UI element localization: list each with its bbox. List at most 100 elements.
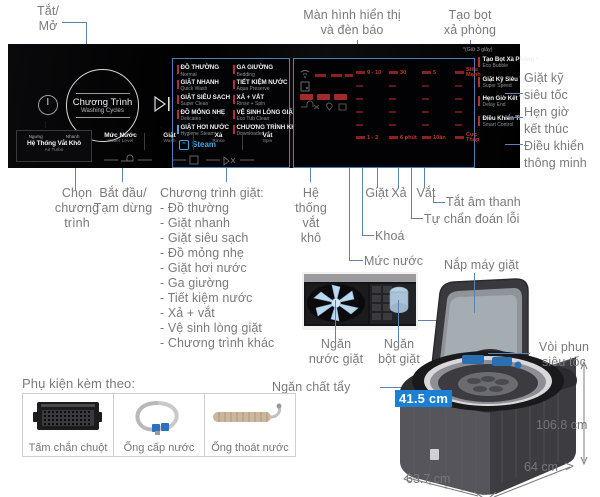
callout-mute: Tắt âm thanh: [446, 195, 521, 209]
function-label-vi: Vắt: [262, 132, 273, 139]
power-button[interactable]: [38, 95, 58, 115]
option-eco-bubble[interactable]: Tạo Bọt Xà Phòng *Eco Bubble: [478, 56, 570, 69]
program-list-item: - Ga giường: [160, 276, 230, 290]
display-top-value-row: Siêu Mạnh: [455, 66, 493, 79]
led-marker: [356, 110, 363, 113]
callout-bleach-compartment: Ngăn chất tẩy: [272, 380, 351, 394]
led-bar: [331, 74, 342, 77]
display-blank-row: [389, 105, 427, 118]
program-label-vi: CHƯƠNG TRÌNH KHÁC: [236, 123, 305, 131]
program-label-vi: ĐỒ THƯỜNG: [180, 64, 220, 71]
display-bottom-value: 6 phút: [400, 134, 417, 141]
display-icon: [338, 103, 347, 111]
program-label-vi: GIẶT SIÊU SẠCH: [180, 93, 231, 101]
accessory-item: Ống cấp nước: [114, 394, 205, 456]
callout-dry-l2: thống: [295, 201, 327, 215]
function-water-level[interactable]: Mức Nước Water Level: [96, 132, 145, 150]
display-column: 30 6 phút: [389, 66, 427, 144]
display-blank-row: [389, 118, 427, 131]
led-marker: [356, 71, 365, 74]
dimension-height: 106.8 cm: [536, 418, 588, 432]
callout-smart-l1: Điều khiển: [524, 139, 585, 153]
display-blank-row: [455, 118, 493, 131]
led-chip: [300, 94, 313, 100]
callout-delay-l2: kết thúc: [524, 122, 569, 136]
display-status-icons: [299, 65, 357, 122]
program-dial[interactable]: Chương Trình Washing Cycles: [66, 69, 139, 142]
led-marker: [422, 97, 429, 100]
led-marker: [389, 136, 398, 139]
callout-rinse: Xả: [391, 186, 407, 200]
led-display-box: 9 - 10 1 - 2 30 6 phút 5: [293, 58, 481, 168]
function-label-en: Water Level: [107, 139, 134, 144]
callout-power-line1: Tắt/: [37, 4, 59, 18]
callout-liquid-l2: nước giặt: [308, 352, 364, 366]
display-blank-row: [356, 79, 394, 92]
function-spin[interactable]: Vắt Spin: [243, 132, 292, 144]
program-label-en: Eco Tub Clean: [236, 116, 270, 123]
program-label-vi: XẢ + VẮT: [236, 93, 265, 101]
callout-dry-l3: vắt: [302, 216, 320, 230]
leader-diagnosis-v: [411, 168, 412, 218]
callout-jet: Vòi phun siêu tốc: [530, 340, 598, 370]
program-label-vi: VỆ SINH LÒNG GIẶT: [236, 108, 297, 116]
air-turbo-label-en: Air Turbo: [44, 147, 64, 152]
display-top-value: 5: [433, 69, 437, 76]
callout-select-l2: chương: [54, 201, 100, 215]
program-label-en: Rinse + Spin: [236, 101, 266, 108]
accessory-item: Tấm chắn chuột: [23, 394, 114, 456]
display-column: 5 10ần: [422, 66, 460, 144]
leader-water-level-v: [349, 168, 350, 260]
program-label-en: Super Clean: [180, 101, 209, 108]
callout-select-program: Chọn chương trình: [42, 186, 112, 231]
inlet-hose-icon: [135, 401, 179, 435]
led-marker: [455, 110, 462, 113]
function-rinse[interactable]: Xả Rinse: [194, 132, 243, 150]
display-top-value-row: 30: [389, 66, 427, 79]
leader-start-pause: [122, 168, 123, 182]
led-marker: [422, 71, 431, 74]
callout-bubble-line1: Tạo bọt: [448, 8, 492, 22]
callout-display-line2: và đèn báo: [320, 23, 384, 37]
option-label-vi: Giặt Kỹ Siêu Tốc *: [482, 75, 535, 83]
mute-cross-icon: [230, 157, 236, 164]
callout-super-speed-l2: siêu tốc: [524, 88, 568, 102]
option-led: [478, 76, 480, 87]
dial-top-bar: [75, 93, 130, 94]
callout-wash: Giặt: [365, 186, 389, 200]
led-chip: [317, 94, 330, 100]
heart-icon: [326, 102, 333, 111]
led-marker: [455, 84, 462, 87]
display-bottom-value-row: Cực Thấp: [455, 131, 493, 144]
callout-jet-l2: siêu tốc: [542, 355, 586, 369]
function-wash[interactable]: Giặt Wash: [145, 132, 194, 150]
leader-lock-v: [362, 168, 363, 235]
callout-liquid-l1: Ngăn: [320, 337, 352, 351]
program-led: [233, 124, 235, 134]
led-marker: [455, 136, 464, 139]
option-super-speed[interactable]: Giặt Kỹ Siêu Tốc *Super Speed: [478, 76, 570, 89]
leader-rinse: [398, 168, 399, 188]
power-indicator-dots: ⋮: [42, 122, 50, 129]
leader-wash: [377, 168, 378, 188]
program-led: [233, 94, 235, 104]
display-column: Siêu Mạnh Cực Thấp: [455, 66, 493, 144]
accessories-row: Tấm chắn chuột Ống cấp nước: [22, 393, 296, 457]
leader-water-level-h: [349, 260, 363, 261]
dial-label-vi: Chương Trình: [72, 97, 133, 108]
air-turbo-box[interactable]: Ngưng Nhanh Hệ Thống Vắt Khô Air Turbo: [16, 130, 92, 162]
display-blank-row: [422, 79, 460, 92]
led-marker: [422, 136, 431, 139]
